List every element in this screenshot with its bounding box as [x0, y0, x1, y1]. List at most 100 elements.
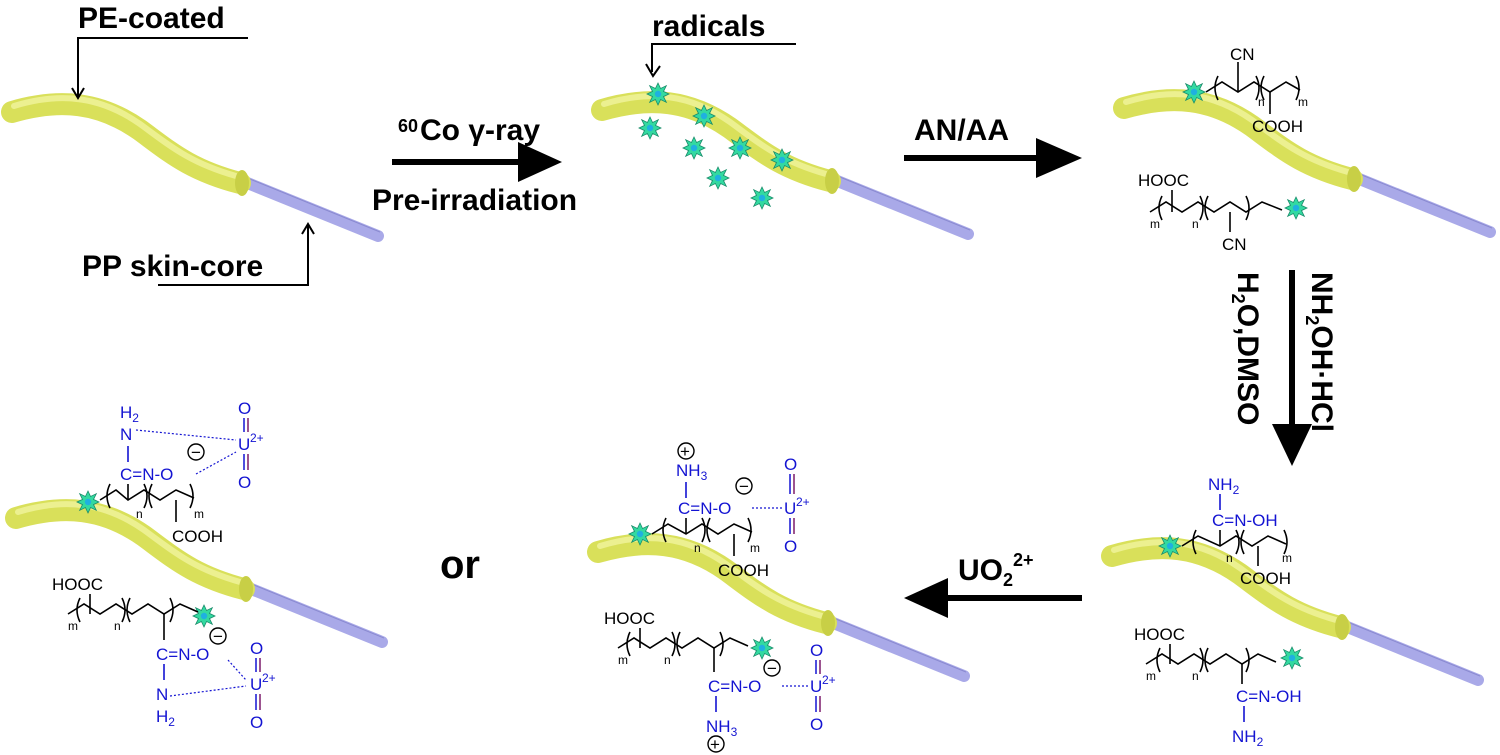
fiber-complex-cationic — [598, 538, 966, 676]
oxo-top: O — [810, 641, 823, 660]
pp-skin-core-leader — [158, 224, 309, 286]
radical-star — [728, 136, 752, 160]
pp-skin-core-leader-head — [301, 222, 315, 235]
minus-charge: − — [739, 477, 749, 496]
radical-star — [770, 148, 794, 172]
radical-star — [706, 166, 730, 190]
cooh-group: COOH — [1240, 569, 1291, 588]
pre-irradiation-label: Pre-irradiation — [372, 184, 577, 217]
uranium-atom: U — [250, 675, 262, 694]
complex-chain-top: + NH3 C=N-O − U 2+ O O COOH n m — [651, 442, 810, 580]
oxo-bottom: O — [810, 715, 823, 734]
arrow-amidoximation — [1272, 270, 1312, 466]
oxo-bottom: O — [250, 713, 263, 732]
fiber-bare — [12, 98, 380, 236]
cooh-group: COOH — [1252, 117, 1303, 136]
uranium-charge: 2+ — [262, 671, 276, 685]
oxo-top: O — [784, 455, 797, 474]
minus-charge: − — [191, 443, 201, 462]
h2-group: H2 — [120, 403, 139, 425]
arrow-irradiation — [392, 142, 562, 182]
grafted-chain-bottom: HOOC CN m n — [1138, 171, 1283, 254]
radicals-leader-head — [645, 63, 661, 78]
n-subscript: n — [664, 653, 671, 667]
radicals-leader — [651, 43, 796, 72]
m-subscript: m — [618, 653, 628, 667]
m-subscript: m — [1150, 217, 1160, 231]
oxo-bottom: O — [238, 473, 251, 492]
radical-star — [76, 490, 100, 514]
amine-n: N — [156, 685, 168, 704]
amidoxime-group: C=N-OH — [1212, 511, 1278, 530]
m-subscript: m — [1282, 551, 1292, 565]
amidoxime-group: C=N-O — [678, 499, 731, 518]
pe-coated-leader-head — [71, 87, 85, 100]
amine-n: N — [120, 425, 132, 444]
nh2-group: NH2 — [1232, 727, 1264, 749]
amidoxime-group: C=N-O — [156, 645, 209, 664]
pe-coated-leader — [77, 37, 248, 98]
m-subscript: m — [1146, 669, 1156, 683]
arrow-uranyl — [904, 578, 1082, 618]
plus-charge: + — [710, 735, 720, 754]
arrow-grafting — [904, 138, 1082, 178]
amidoxime-group: C=N-OH — [1236, 687, 1302, 706]
plus-charge: + — [680, 442, 690, 461]
pe-coated-label: PE-coated — [78, 2, 225, 35]
m-subscript: m — [68, 619, 78, 633]
n-subscript: n — [136, 507, 143, 521]
oxo-top: O — [250, 639, 263, 658]
h2-group: H2 — [156, 707, 175, 729]
pp-skin-core-label: PP skin-core — [82, 250, 263, 283]
cooh-group: COOH — [718, 561, 769, 580]
amidoxime-group: C=N-O — [120, 465, 173, 484]
amidoxime-group: C=N-O — [708, 677, 761, 696]
cn-group: CN — [1230, 45, 1255, 64]
oxo-top: O — [238, 399, 251, 418]
amidoxime-chain-top: NH2 C=N-OH COOH n m — [1181, 475, 1292, 588]
nh2-group: NH2 — [1208, 475, 1240, 497]
n-subscript: n — [1192, 669, 1199, 683]
hooc-group: HOOC — [604, 609, 655, 628]
minus-charge: − — [213, 627, 223, 646]
radical-star — [192, 604, 216, 628]
uranium-charge: 2+ — [796, 495, 810, 509]
m-subscript: m — [750, 541, 760, 555]
radical-star — [1280, 646, 1304, 670]
radical-star — [1284, 196, 1308, 220]
n-subscript: n — [1226, 551, 1233, 565]
hooc-group: HOOC — [1134, 625, 1185, 644]
nh3-group: NH3 — [676, 461, 708, 483]
radical-star — [750, 186, 774, 210]
minus-charge: − — [767, 659, 777, 678]
uranium-atom: U — [238, 435, 250, 454]
chelate-chain-top: H2 N C=N-O − U 2+ O O COOH n m — [99, 399, 264, 546]
uranium-atom: U — [784, 499, 796, 518]
radical-star — [646, 82, 670, 106]
radical-star — [1182, 80, 1206, 104]
complex-chain-bottom: HOOC m n C=N-O − U 2+ O O NH3 + — [604, 609, 836, 754]
hooc-group: HOOC — [1138, 171, 1189, 190]
radical-star — [692, 104, 716, 128]
oxo-bottom: O — [784, 537, 797, 556]
n-subscript: n — [114, 619, 121, 633]
uranium-charge: 2+ — [250, 431, 264, 445]
uranyl-label: UO22+ — [958, 550, 1034, 590]
cooh-group: COOH — [172, 527, 223, 546]
radical-star — [1158, 534, 1182, 558]
hooc-group: HOOC — [52, 575, 103, 594]
fiber-grafted — [1124, 94, 1492, 232]
m-subscript: m — [1298, 95, 1308, 109]
cn-group: CN — [1222, 235, 1247, 254]
n-subscript: n — [694, 541, 701, 555]
radical-star — [750, 636, 774, 660]
radical-star — [682, 136, 706, 160]
m-subscript: m — [194, 507, 204, 521]
n-subscript: n — [1192, 217, 1199, 231]
grafted-chain-top: CN COOH n m — [1205, 45, 1308, 136]
gamma-superscript: 60 — [398, 116, 418, 136]
radical-star — [638, 116, 662, 140]
nh2oh-hcl-label: NH2OH·HCl — [1302, 272, 1338, 432]
radical-star — [628, 522, 652, 546]
